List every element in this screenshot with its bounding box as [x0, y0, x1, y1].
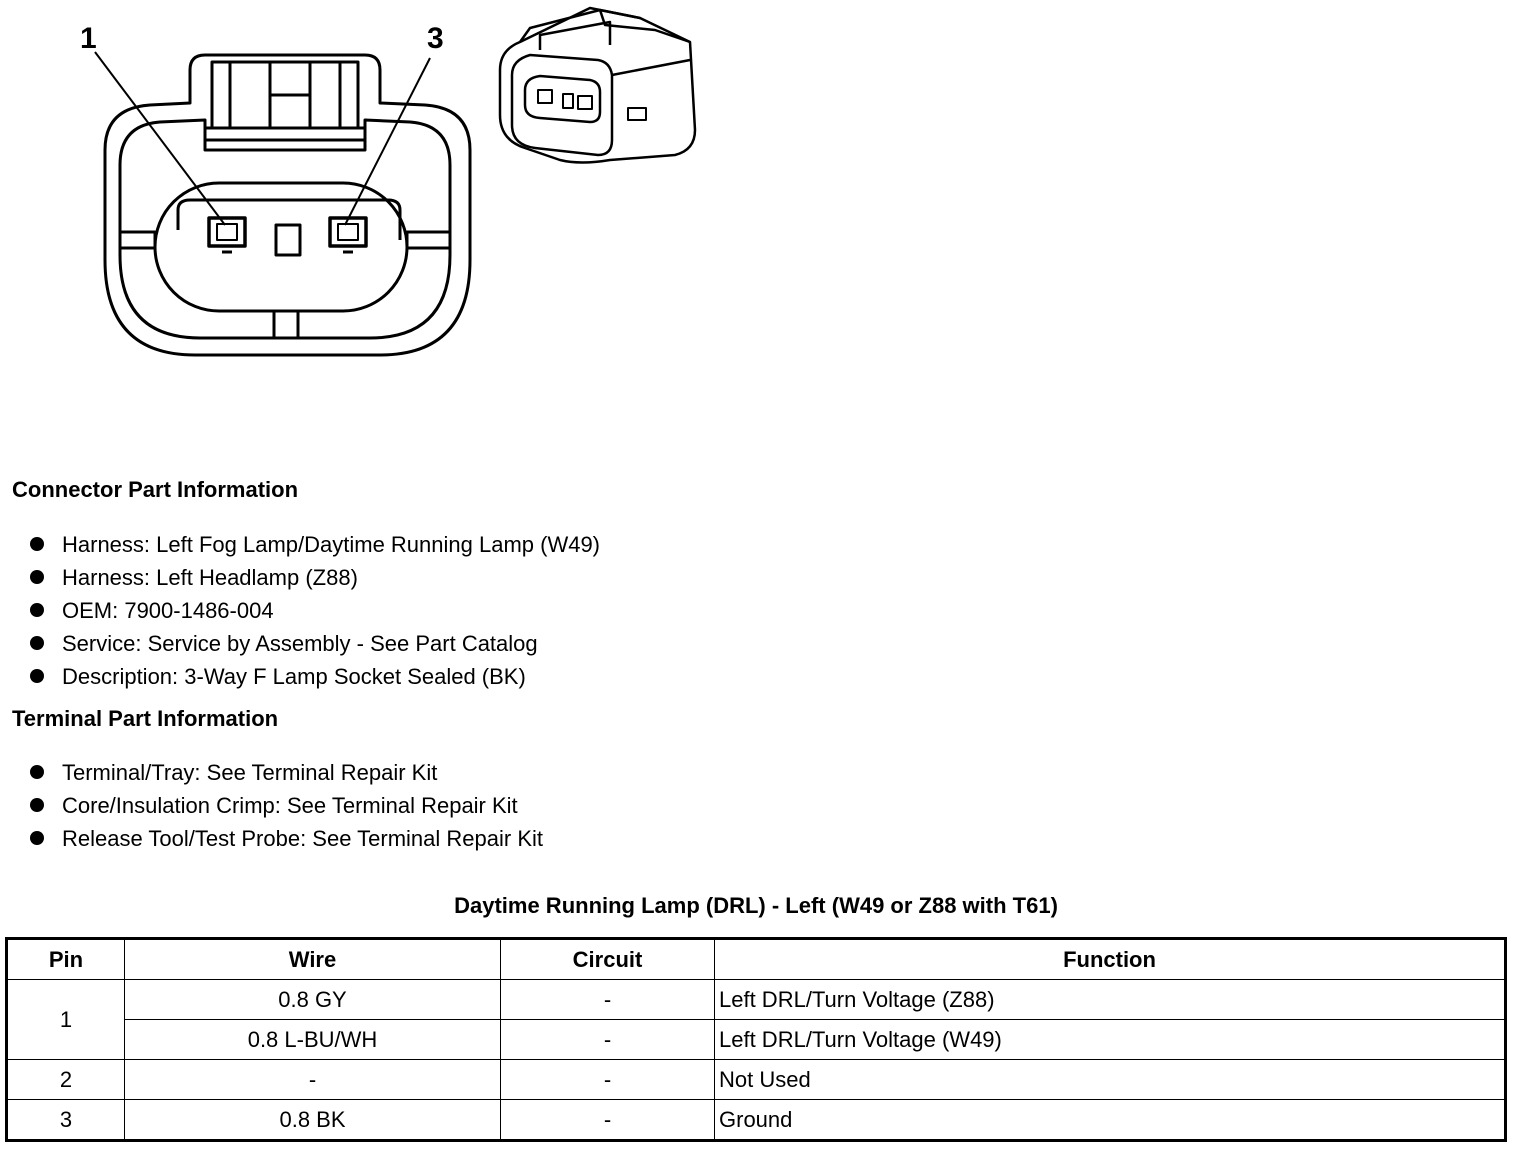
list-item: Harness: Left Headlamp (Z88) [30, 561, 600, 594]
bullet-icon [30, 603, 44, 617]
header-function: Function [714, 938, 1506, 980]
list-item: Release Tool/Test Probe: See Terminal Re… [30, 822, 543, 855]
connector-info-heading: Connector Part Information [12, 477, 299, 502]
bullet-icon [30, 831, 44, 845]
terminal-info-heading: Terminal Part Information [12, 706, 279, 731]
connector-inner-housing [118, 118, 452, 340]
terminal-info-list: Terminal/Tray: See Terminal Repair Kit C… [30, 756, 543, 855]
pin-table: Pin Wire Circuit Function 1 0.8 GY - Lef… [5, 937, 1507, 1142]
cell-function: Left DRL/Turn Voltage (W49) [714, 1019, 1506, 1060]
table-header-row: Pin Wire Circuit Function [6, 938, 1506, 980]
pin-table-title: Daytime Running Lamp (DRL) - Left (W49 o… [454, 893, 1058, 918]
bullet-icon [30, 537, 44, 551]
cell-circuit: - [500, 1019, 715, 1060]
cell-pin: 2 [6, 1059, 125, 1100]
cell-wire: - [124, 1059, 501, 1100]
terminal-pin-2-key [274, 223, 302, 257]
header-pin: Pin [6, 938, 125, 980]
terminal-pin-3 [328, 216, 368, 248]
connector-drawing [94, 6, 697, 357]
list-item: Core/Insulation Crimp: See Terminal Repa… [30, 789, 543, 822]
cell-pin: 1 [6, 979, 125, 1060]
connector-outer-housing [103, 53, 472, 357]
cell-circuit: - [500, 1059, 715, 1100]
table-row: 3 0.8 BK - Ground [6, 1099, 1506, 1141]
list-item: Harness: Left Fog Lamp/Daytime Running L… [30, 528, 600, 561]
cell-circuit: - [500, 1099, 715, 1141]
pin-3-leader [344, 57, 431, 226]
header-wire: Wire [124, 938, 501, 980]
header-circuit: Circuit [500, 938, 715, 980]
bullet-icon [30, 570, 44, 584]
pin-3-label: 3 [427, 22, 444, 55]
cell-pin: 3 [6, 1099, 125, 1141]
table-row: 1 0.8 GY - Left DRL/Turn Voltage (Z88) [6, 979, 1506, 1060]
connector-illustration: 1 3 [0, 0, 720, 380]
cell-wire: 0.8 L-BU/WH [124, 1019, 501, 1060]
connector-info-list: Harness: Left Fog Lamp/Daytime Running L… [30, 528, 600, 693]
bullet-icon [30, 636, 44, 650]
terminal-pin-1 [207, 216, 247, 248]
table-row: 0.8 L-BU/WH - Left DRL/Turn Voltage (W49… [7, 1019, 1506, 1060]
bullet-icon [30, 765, 44, 779]
pin-1-leader [94, 51, 226, 226]
cell-function: Left DRL/Turn Voltage (Z88) [714, 979, 1506, 1020]
connector-isometric-view [498, 6, 697, 164]
list-item: Terminal/Tray: See Terminal Repair Kit [30, 756, 543, 789]
cell-wire: 0.8 BK [124, 1099, 501, 1141]
bullet-icon [30, 669, 44, 683]
bullet-icon [30, 798, 44, 812]
pin-1-label: 1 [80, 22, 97, 55]
terminal-cavity-oval [153, 181, 409, 313]
list-item: Service: Service by Assembly - See Part … [30, 627, 600, 660]
cell-function: Not Used [714, 1059, 1506, 1100]
list-item: OEM: 7900-1486-004 [30, 594, 600, 627]
cell-circuit: - [500, 979, 715, 1020]
list-item: Description: 3-Way F Lamp Socket Sealed … [30, 660, 600, 693]
table-row: 2 - - Not Used [6, 1059, 1506, 1100]
cell-wire: 0.8 GY [124, 979, 501, 1020]
cell-function: Ground [714, 1099, 1506, 1141]
